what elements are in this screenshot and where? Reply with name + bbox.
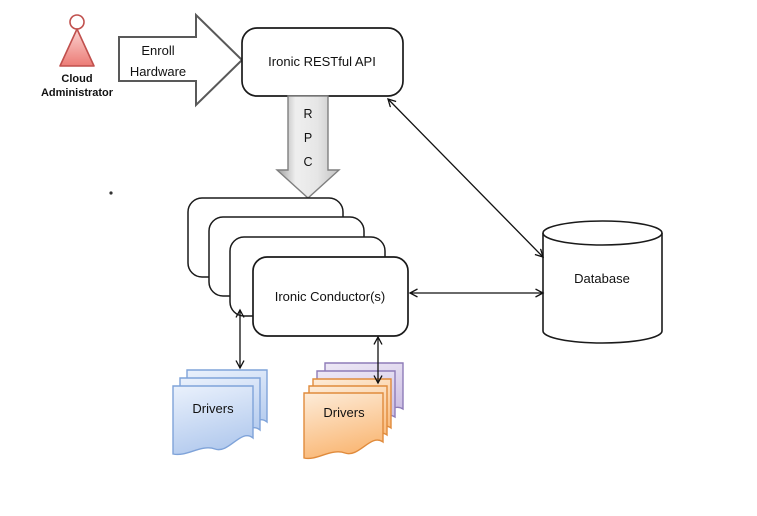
actor-head-icon	[69, 14, 85, 30]
connectors	[240, 99, 543, 383]
api-box-label: Ironic RESTful API	[268, 54, 376, 69]
enroll-hardware-arrow: Enroll Hardware	[118, 12, 244, 108]
database-body	[542, 233, 663, 344]
orange-doc-front	[303, 392, 384, 460]
drivers-stack-orange: Drivers	[303, 362, 404, 460]
drivers-blue-label: Drivers	[192, 401, 234, 416]
enroll-label-line2: Hardware	[130, 64, 186, 79]
ironic-restful-api-box: Ironic RESTful API	[241, 27, 404, 97]
blue-doc-front	[172, 385, 254, 456]
actor-body-icon	[59, 28, 95, 67]
database-label: Database	[574, 271, 630, 286]
arrow-api-database	[388, 99, 543, 257]
database-top	[542, 220, 663, 246]
ironic-conductors-stack: Ironic Conductor(s)	[187, 197, 409, 337]
conductor-box-front	[252, 256, 409, 337]
cloud-administrator-actor: Cloud Administrator	[41, 14, 114, 99]
database-cylinder: Database	[542, 220, 663, 344]
drivers-orange-label: Drivers	[323, 405, 365, 420]
stray-dot	[109, 191, 113, 195]
enroll-arrow-shape	[118, 12, 244, 108]
actor-label-line1: Cloud	[61, 73, 92, 85]
rpc-letter-c: C	[303, 155, 312, 169]
rpc-letter-r: R	[303, 107, 312, 121]
conductor-label: Ironic Conductor(s)	[275, 289, 386, 304]
actor-label-line2: Administrator	[41, 87, 114, 99]
enroll-label-line1: Enroll	[141, 43, 174, 58]
rpc-arrow: R P C	[275, 95, 341, 199]
drivers-stack-blue: Drivers	[172, 369, 268, 456]
rpc-letter-p: P	[304, 131, 312, 145]
